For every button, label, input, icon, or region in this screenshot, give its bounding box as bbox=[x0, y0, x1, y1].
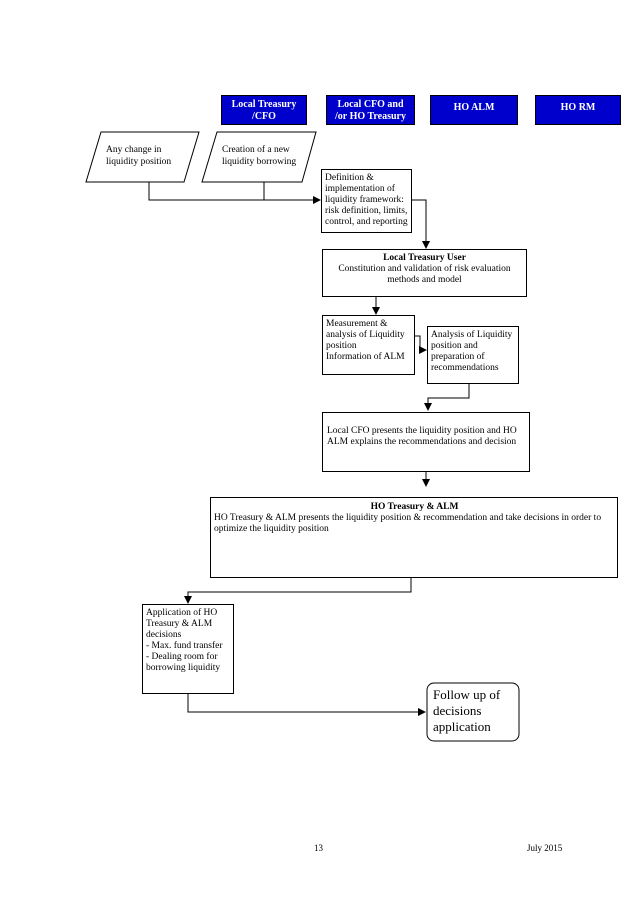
connector-analysis-to-cfo bbox=[424, 383, 470, 411]
input-shape-borrowing bbox=[201, 131, 317, 183]
input-change-liquidity: Any change in liquidity position bbox=[106, 145, 172, 167]
ho-treasury-alm-box: HO Treasury & ALM HO Treasury & ALM pres… bbox=[210, 497, 618, 578]
local-treasury-user-box: Local Treasury User Constitution and val… bbox=[322, 249, 527, 297]
connector-application-to-followup bbox=[187, 694, 426, 716]
cfo-presents-text: Local CFO presents the liquidity positio… bbox=[327, 426, 517, 447]
role-header-local-treasury-cfo: Local Treasury /CFO bbox=[221, 95, 307, 125]
role-header-label: HO ALM bbox=[453, 102, 495, 113]
page-number: 13 bbox=[314, 843, 323, 853]
followup-shape bbox=[426, 682, 520, 742]
role-header-label: Local Treasury /CFO bbox=[231, 99, 297, 122]
connector-ho-to-application bbox=[184, 578, 412, 604]
ho-treasury-alm-title: HO Treasury & ALM bbox=[370, 502, 459, 512]
footer-date: July 2015 bbox=[527, 843, 563, 853]
input-shape-change bbox=[85, 131, 200, 183]
application-text: Application of HO Treasury & ALM decisio… bbox=[146, 608, 223, 673]
definition-text: Definition & implementation of liquidity… bbox=[325, 173, 408, 227]
connector-definition-to-user bbox=[411, 199, 430, 249]
role-header-label: HO RM bbox=[560, 102, 596, 113]
ho-treasury-alm-body: HO Treasury & ALM presents the liquidity… bbox=[214, 513, 602, 534]
application-box: Application of HO Treasury & ALM decisio… bbox=[142, 604, 234, 694]
measurement-text: Measurement & analysis of Liquidity posi… bbox=[326, 319, 405, 362]
role-header-ho-rm: HO RM bbox=[535, 95, 621, 125]
connector-inputs-to-definition bbox=[148, 182, 321, 204]
measurement-box: Measurement & analysis of Liquidity posi… bbox=[322, 315, 415, 375]
role-header-label: Local CFO and /or HO Treasury bbox=[335, 99, 406, 122]
analysis-text: Analysis of Liquidity position and prepa… bbox=[431, 330, 513, 373]
analysis-box: Analysis of Liquidity position and prepa… bbox=[427, 326, 519, 384]
local-treasury-user-title: Local Treasury User bbox=[383, 253, 466, 263]
role-header-local-cfo-ho-treasury: Local CFO and /or HO Treasury bbox=[326, 95, 415, 125]
local-treasury-user-body: Constitution and validation of risk eval… bbox=[338, 264, 511, 285]
definition-box: Definition & implementation of liquidity… bbox=[321, 169, 412, 233]
connector-measurement-to-analysis bbox=[415, 335, 427, 354]
cfo-presents-box: Local CFO presents the liquidity positio… bbox=[322, 412, 530, 472]
input-new-borrowing: Creation of a new liquidity borrowing bbox=[222, 145, 297, 167]
role-header-ho-alm: HO ALM bbox=[430, 95, 518, 125]
followup-text: Follow up of decisions application bbox=[433, 687, 501, 734]
